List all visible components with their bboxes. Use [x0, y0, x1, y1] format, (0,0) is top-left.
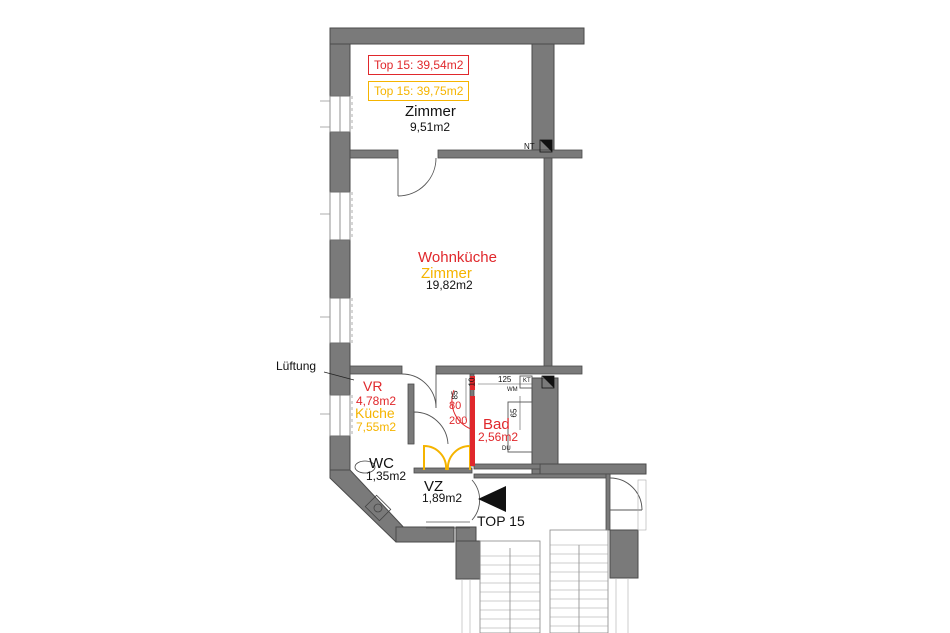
wall-left-5	[329, 435, 351, 471]
wall-zimmer-right	[531, 43, 555, 151]
label-lueftung: Lüftung	[276, 359, 317, 373]
door-wohn-vr	[401, 373, 437, 409]
right-railing	[637, 479, 647, 531]
label-kt: KT	[523, 378, 531, 384]
stair-frame-right	[549, 529, 609, 633]
red-wall-marker	[470, 396, 475, 466]
door-zimmer	[397, 157, 437, 197]
room-vz-area: 1,89m2	[422, 491, 463, 505]
wall-corridor	[539, 463, 647, 475]
red-dimension-arc	[451, 389, 475, 431]
room-bad-name: Bad	[483, 416, 510, 433]
entry-arrow-icon	[478, 486, 506, 512]
wall-corridor-right	[605, 473, 611, 531]
wall-left-2	[329, 131, 351, 193]
dim-85-label: 85	[450, 390, 460, 400]
doors	[397, 157, 643, 521]
wall-corridor-bottom	[473, 473, 611, 479]
bad-wm-fixture	[519, 375, 533, 389]
room-wc-area: 1,35m2	[366, 469, 407, 483]
wall-left-3	[329, 239, 351, 299]
wall-left-4	[329, 342, 351, 396]
wall-zimmer-bottom-b	[437, 149, 583, 159]
pillar-stair-left	[455, 540, 481, 580]
yellow-door-right	[446, 444, 471, 471]
room-wohnkueche-name-yellow: Zimmer	[421, 265, 472, 282]
dim-80-label: 80	[449, 400, 462, 412]
room-zimmer-name: Zimmer	[405, 103, 456, 120]
wall-left-upper	[329, 43, 351, 97]
room-vz-name: VZ	[424, 478, 444, 495]
wall-bottom-left	[395, 526, 455, 543]
walls	[329, 27, 647, 580]
window-ticks	[320, 100, 330, 415]
pillar-stair-right	[609, 529, 639, 579]
stair-steps	[480, 544, 608, 629]
label-wm: WM	[507, 387, 518, 393]
left-railing	[461, 578, 629, 633]
dim-200-label: 200	[449, 415, 468, 427]
wc-basin	[373, 503, 383, 513]
windows	[329, 95, 351, 437]
dim-10-label: 10	[467, 377, 477, 387]
legend-red-box: Top 15: 39,54m2	[368, 55, 470, 75]
railing-right	[637, 479, 647, 531]
room-kueche-name: Küche	[355, 405, 395, 421]
room-zimmer-area: 9,51m2	[410, 120, 451, 134]
dim-65-label: 65	[509, 408, 519, 418]
stair-frame-left	[479, 540, 541, 633]
wall-top	[329, 27, 585, 45]
room-vr-name: VR	[363, 378, 383, 394]
dimension-lines	[465, 378, 532, 430]
wall-bad-right	[531, 377, 559, 475]
kt-box	[541, 375, 555, 389]
wc-tank	[364, 494, 392, 522]
room-wohnkueche-name-red: Wohnküche	[418, 249, 497, 266]
room-bad-area: 2,56m2	[478, 430, 519, 444]
label-nt: NT	[524, 142, 535, 151]
yellow-door-left	[423, 444, 448, 471]
door-vz-corridor	[471, 479, 481, 521]
dim-125-label: 125	[498, 375, 512, 384]
label-du: DU	[502, 446, 511, 452]
room-wohnkueche-area: 19,82m2	[426, 278, 473, 292]
red-wall-marker-top	[470, 376, 475, 390]
kt-marker	[542, 376, 554, 388]
room-kueche-area: 7,55m2	[356, 420, 397, 434]
wc-bowl	[354, 460, 376, 474]
door-vr-bad	[413, 411, 449, 445]
wall-zimmer-bottom-a	[349, 149, 399, 159]
wall-bottom-pillar	[455, 526, 477, 543]
wall-wohnkueche-right	[543, 157, 553, 371]
yellow-doors	[423, 444, 471, 471]
stairs	[479, 529, 609, 633]
wall-wohn-bottom-b	[435, 365, 583, 375]
nt-box	[539, 139, 553, 153]
nt-marker	[540, 140, 552, 152]
label-top: TOP 15	[477, 513, 525, 529]
lueftung-pointer	[323, 371, 355, 381]
room-wc-name: WC	[369, 455, 394, 472]
legend-yellow-box: Top 15: 39,75m2	[368, 81, 470, 101]
wc-fixture	[354, 460, 392, 522]
wall-vr-vz	[407, 383, 415, 445]
door-corridor-right	[609, 477, 643, 511]
wall-wohn-bottom-a	[349, 365, 403, 375]
room-vr-area: 4,78m2	[356, 394, 397, 408]
wall-vz-bottom	[413, 467, 473, 474]
wall-bad-bottom	[473, 463, 541, 470]
